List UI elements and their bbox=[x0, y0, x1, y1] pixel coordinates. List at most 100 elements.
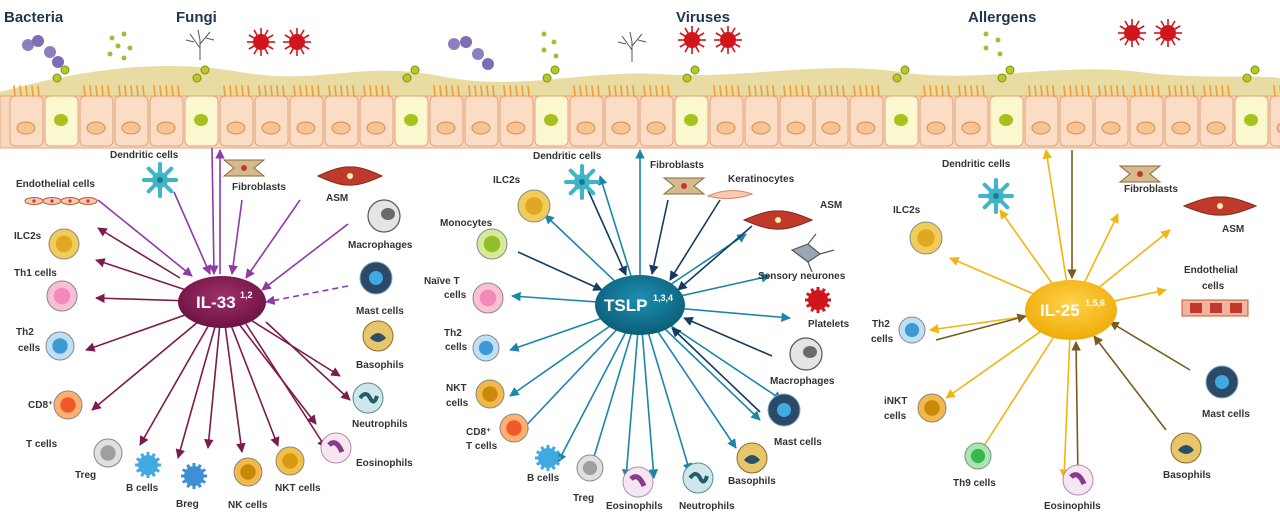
cilium bbox=[229, 85, 232, 97]
cilium bbox=[1069, 85, 1072, 97]
granule bbox=[200, 65, 210, 75]
cilium bbox=[1034, 85, 1037, 97]
granule bbox=[1250, 65, 1260, 75]
nucleus bbox=[86, 121, 106, 135]
tslp-hub-sup: 1,3,4 bbox=[653, 293, 673, 303]
granule bbox=[892, 73, 902, 83]
airway-epithelium bbox=[0, 65, 1280, 149]
cilium bbox=[241, 85, 244, 97]
cilium bbox=[346, 85, 349, 97]
nucleus bbox=[68, 199, 72, 203]
mucus-layer bbox=[0, 65, 1280, 100]
cilium bbox=[445, 85, 448, 97]
cilium bbox=[480, 85, 483, 97]
il33-cd8-label-b: T cells bbox=[26, 439, 58, 450]
il33-basophils-label: Basophils bbox=[356, 360, 404, 371]
virus bbox=[1118, 19, 1146, 47]
tslp-neutrophil-icon bbox=[682, 462, 714, 494]
tslp-bcell-icon bbox=[535, 445, 561, 471]
allergens-title: Allergens bbox=[968, 9, 1036, 26]
tslp-platelet-icon bbox=[805, 287, 831, 313]
epithelial-cells bbox=[9, 65, 1280, 147]
nucleus bbox=[579, 179, 585, 185]
cilium bbox=[19, 85, 22, 97]
nucleus bbox=[1031, 121, 1051, 135]
granule bbox=[1005, 65, 1015, 75]
tslp-monocytes-label: Monocytes bbox=[440, 218, 493, 229]
cilium bbox=[941, 85, 944, 97]
nucleus bbox=[156, 121, 176, 135]
nucleus bbox=[121, 121, 141, 135]
tslp-in-arrow bbox=[587, 189, 627, 276]
tslp-in-arrow bbox=[517, 251, 603, 291]
cilium bbox=[509, 85, 512, 97]
nucleus bbox=[970, 448, 986, 464]
tslp-macrophage-icon bbox=[789, 337, 823, 371]
goblet-cell bbox=[44, 65, 79, 147]
il33-neutrophil-icon bbox=[352, 382, 384, 414]
il33-th2-label-b: cells bbox=[18, 343, 41, 354]
nucleus bbox=[55, 235, 73, 253]
virus-body bbox=[253, 34, 269, 50]
nucleus bbox=[1217, 203, 1223, 209]
cilium bbox=[1221, 85, 1224, 97]
fungus-icon bbox=[185, 29, 647, 62]
tslp-in-arrow bbox=[649, 199, 669, 275]
cilium bbox=[655, 85, 658, 97]
cilium bbox=[1116, 85, 1119, 97]
tslp-keratinocytes-label: Keratinocytes bbox=[728, 174, 795, 185]
cilium bbox=[608, 85, 611, 97]
goblet-cell bbox=[1234, 65, 1269, 147]
epithelial-cell bbox=[219, 85, 254, 147]
il33-basophil-icon bbox=[362, 320, 394, 352]
cilium bbox=[947, 85, 950, 97]
cilium bbox=[824, 85, 827, 97]
cilium bbox=[521, 85, 524, 97]
cilium bbox=[293, 85, 296, 97]
il25-asm-icon bbox=[1182, 196, 1258, 216]
il33-dendritic-label: Dendritic cells bbox=[110, 150, 179, 161]
cilium bbox=[1203, 85, 1206, 97]
cilium bbox=[1209, 85, 1212, 97]
tslp-macrophages-label: Macrophages bbox=[770, 376, 835, 387]
epithelial-cell bbox=[9, 85, 44, 147]
il33-ilc2-icon bbox=[48, 228, 80, 260]
cilium bbox=[754, 85, 757, 97]
goblet-cell bbox=[394, 65, 429, 147]
il25-fibroblasts-label: Fibroblasts bbox=[1124, 184, 1178, 195]
nucleus bbox=[60, 397, 76, 413]
il25-inkt-label-b: cells bbox=[884, 411, 907, 422]
cilium bbox=[492, 85, 495, 97]
tslp-naive-t-icon bbox=[472, 282, 504, 314]
cilium bbox=[853, 85, 856, 97]
cilium bbox=[731, 85, 734, 97]
nucleus bbox=[1190, 303, 1202, 313]
cilium bbox=[1046, 85, 1049, 97]
cilium bbox=[591, 85, 594, 97]
il33-dendritic-cell-icon bbox=[142, 162, 178, 198]
nucleus bbox=[751, 121, 771, 135]
cilium bbox=[439, 85, 442, 97]
virus bbox=[678, 26, 706, 54]
nucleus bbox=[917, 229, 935, 247]
cilium bbox=[579, 85, 582, 97]
cilium bbox=[964, 85, 967, 97]
cilium bbox=[923, 85, 926, 97]
il33-mast-label: Mast cells bbox=[356, 306, 404, 317]
il25-in-arrow bbox=[1093, 335, 1167, 431]
epithelial-cell bbox=[324, 85, 359, 147]
nucleus bbox=[347, 173, 353, 179]
il33-out-arrow bbox=[265, 321, 351, 401]
il25-fibroblast-icon bbox=[1118, 165, 1162, 183]
granule bbox=[690, 65, 700, 75]
cilium bbox=[352, 85, 355, 97]
il33-in-arrow bbox=[245, 199, 301, 279]
il33-nk-icon bbox=[233, 457, 263, 487]
nucleus bbox=[86, 199, 90, 203]
il25-basophils-label: Basophils bbox=[1163, 470, 1211, 481]
cilium bbox=[468, 85, 471, 97]
nucleus bbox=[688, 472, 709, 484]
cilium bbox=[748, 85, 751, 97]
cilium bbox=[95, 85, 98, 97]
tslp-sensory-neurone-icon bbox=[790, 233, 835, 273]
